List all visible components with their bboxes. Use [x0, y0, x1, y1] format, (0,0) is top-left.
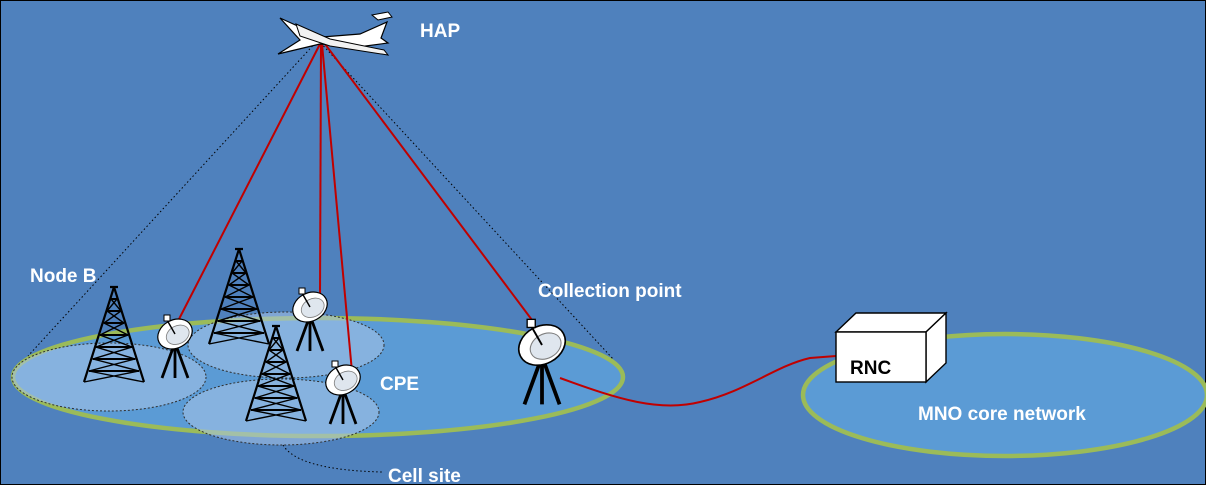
label-cpe: CPE [380, 374, 419, 395]
label-cell-site: Cell site [388, 466, 461, 485]
radio-link [324, 43, 533, 321]
hap-aircraft [277, 11, 393, 56]
cell-site-leader [282, 444, 383, 473]
radio-link [319, 43, 322, 299]
label-node-b: Node B [30, 266, 97, 287]
label-rnc: RNC [850, 358, 891, 379]
label-hap: HAP [420, 21, 460, 42]
rnc-box [834, 311, 948, 384]
cell-coverage [182, 378, 380, 446]
label-collection-point: Collection point [538, 281, 682, 302]
radio-link [321, 43, 353, 373]
radio-link [176, 43, 321, 324]
label-mno-core-network: MNO core network [918, 404, 1086, 425]
hap-coverage-boundary [27, 39, 615, 361]
backhaul-link [559, 355, 837, 407]
hap-radio-links [176, 43, 533, 373]
